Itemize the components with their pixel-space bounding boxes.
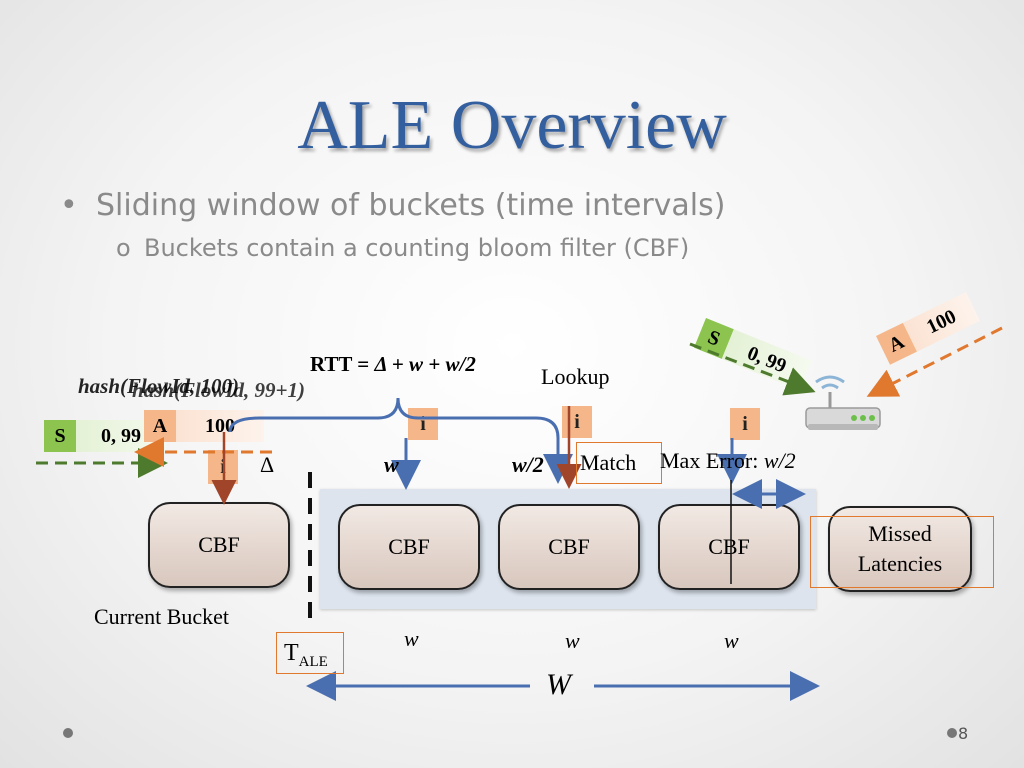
cbf-label: CBF xyxy=(708,534,750,559)
w-label-1: w xyxy=(404,626,419,651)
t-ale-label: TALE xyxy=(284,640,328,670)
big-w-label: W xyxy=(546,668,571,701)
cbf-label: CBF xyxy=(388,534,430,559)
page-number: 8 xyxy=(958,724,969,743)
bullet-text: Sliding window of buckets (time interval… xyxy=(96,188,726,223)
hash-label-2: hash(FlowId, 99+1) xyxy=(132,378,306,402)
missed-latencies-box: Missed Latencies xyxy=(828,506,972,592)
delta-label: Δ xyxy=(260,452,275,477)
slide-title: ALE Overview xyxy=(297,87,727,164)
packet-a-value: 100 xyxy=(176,410,264,442)
nav-dot-left xyxy=(63,728,73,738)
sub-bullet-marker: o xyxy=(116,234,131,262)
t-ale-frame xyxy=(276,632,344,674)
current-bucket-cbf: CBF xyxy=(148,502,290,588)
rtt-brace xyxy=(228,397,573,484)
bullet-marker: • xyxy=(60,188,78,223)
missed-latencies-frame xyxy=(810,516,994,588)
missed-line-1: Missed xyxy=(868,521,932,546)
w-half-label: w/2 xyxy=(512,452,544,477)
cbf-label: CBF xyxy=(548,534,590,559)
bullet-2: o Buckets contain a counting bloom filter… xyxy=(116,234,689,262)
packet-s-letter: S xyxy=(44,420,76,452)
w-label-3: w xyxy=(724,628,739,653)
bucket-cbf-1: CBF xyxy=(338,504,480,590)
w-label-top: w xyxy=(384,452,399,477)
packet-a-letter: A xyxy=(144,410,176,442)
sub-bullet-text: Buckets contain a counting bloom filter … xyxy=(144,234,690,262)
index-box-3: i xyxy=(730,408,760,440)
match-frame xyxy=(576,442,662,484)
green-dashed-arrow-right xyxy=(689,342,816,396)
cbf-label: CBF xyxy=(198,532,240,557)
match-label: Match xyxy=(580,450,637,475)
index-box-1: i xyxy=(408,408,438,440)
router-icon xyxy=(805,375,881,430)
max-error-label: Max Error: w/2 xyxy=(660,448,796,473)
w-label-2: w xyxy=(565,628,580,653)
lookup-label: Lookup xyxy=(541,364,610,389)
bucket-cbf-2: CBF xyxy=(498,504,640,590)
current-bucket-label: Current Bucket xyxy=(94,604,230,629)
index-box-2: i xyxy=(562,406,592,438)
rtt-formula: RTT = Δ + w + w/2 xyxy=(310,352,476,376)
hash-label-1: hash(FlowId, 100) xyxy=(78,374,240,398)
bullet-1: • Sliding window of buckets (time interva… xyxy=(60,188,725,223)
bucket-cbf-3: CBF xyxy=(658,504,800,590)
nav-dot-right xyxy=(947,728,957,738)
missed-line-2: Latencies xyxy=(857,551,943,576)
orange-dashed-arrow-right xyxy=(866,326,1003,397)
